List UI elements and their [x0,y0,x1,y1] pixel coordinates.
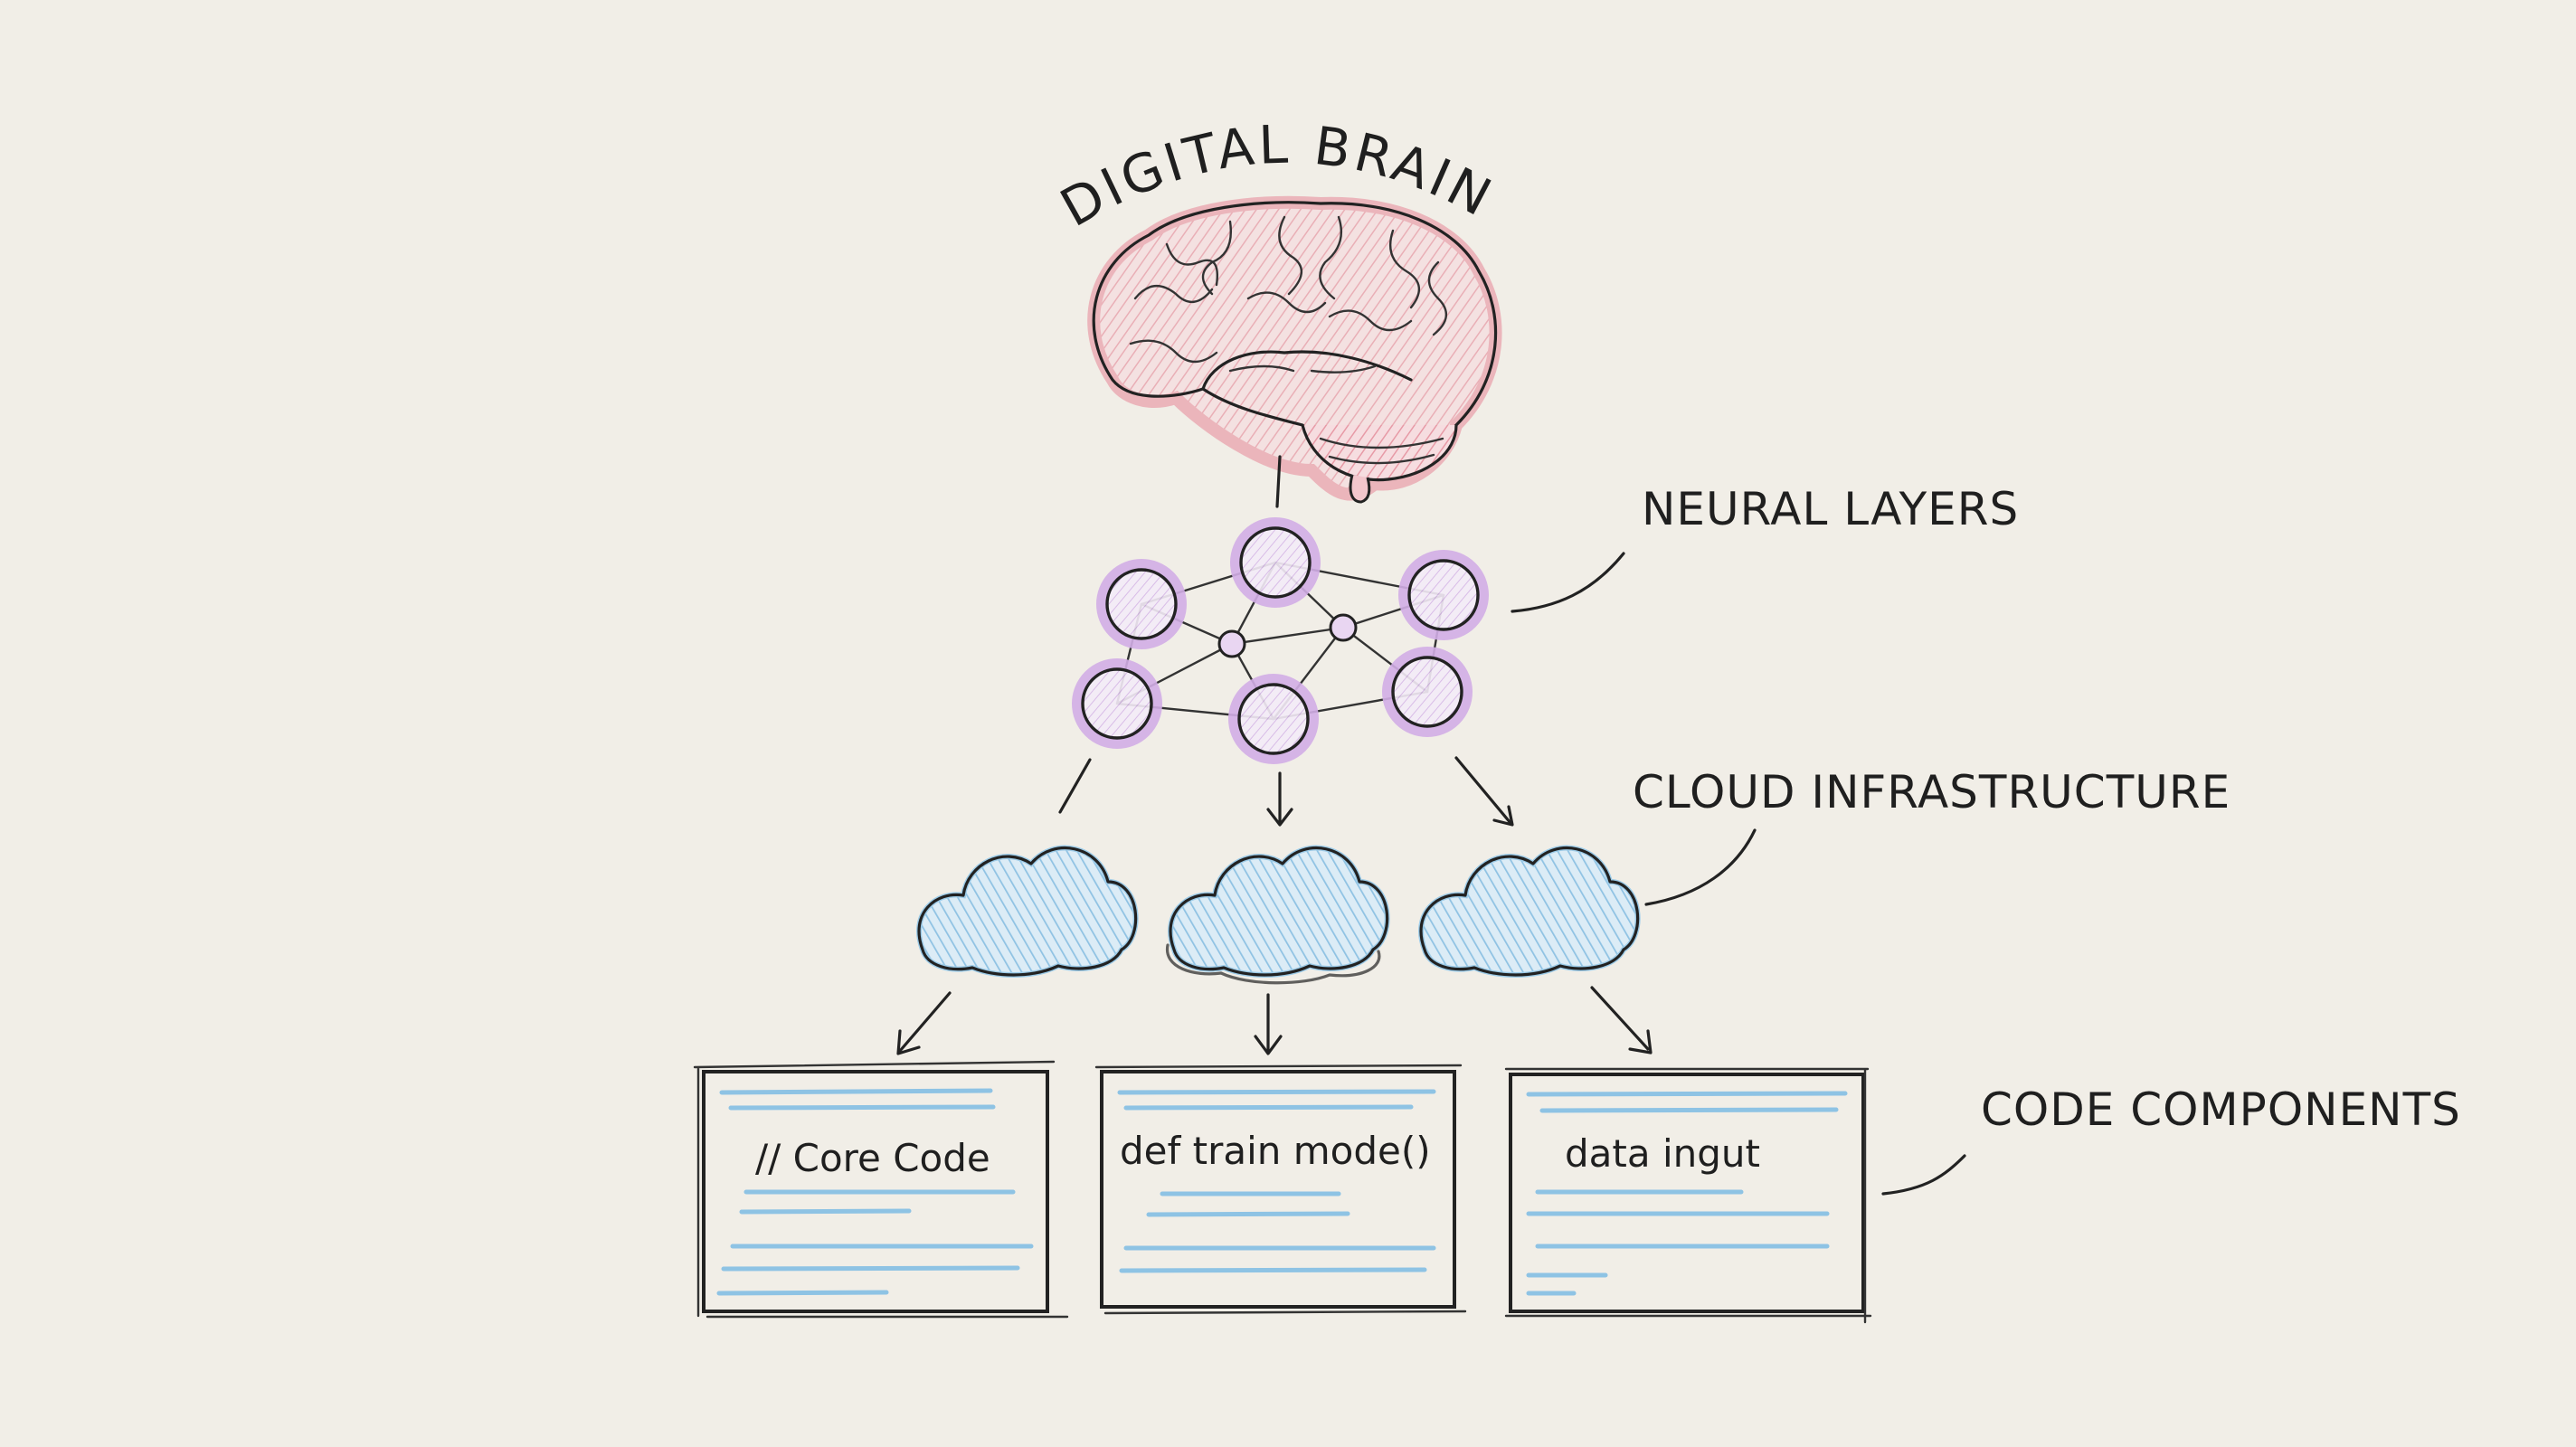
label-cloud-infrastructure: CLOUD INFRASTRUCTURE [1633,766,2230,818]
cloud-icon-3 [1418,845,1641,978]
code-box-3-text: data ingut [1565,1131,1760,1176]
leader-cloud-infrastructure [1644,828,1757,906]
brain-icon [1087,195,1502,504]
leader-code-components [1881,1154,1966,1196]
network-to-cloud-arrows [1058,756,1514,827]
label-neural-layers: NEURAL LAYERS [1642,483,2019,535]
neural-nodes [1072,517,1489,764]
code-box-3 [1504,1067,1872,1324]
brain-connector [1275,455,1282,508]
leader-neural-layers [1511,552,1625,613]
code-box-1 [693,1060,1069,1319]
cloud-icon-2 [1166,845,1390,985]
label-code-components: CODE COMPONENTS [1981,1083,2461,1136]
neural-network-icon [1072,517,1489,764]
cloud-icon-1 [916,845,1139,978]
code-box-2 [1094,1064,1467,1315]
cloud-to-code-arrows [896,986,1653,1055]
code-box-2-text: def train mode() [1120,1129,1431,1173]
code-box-1-text: // Core Code [755,1136,990,1180]
